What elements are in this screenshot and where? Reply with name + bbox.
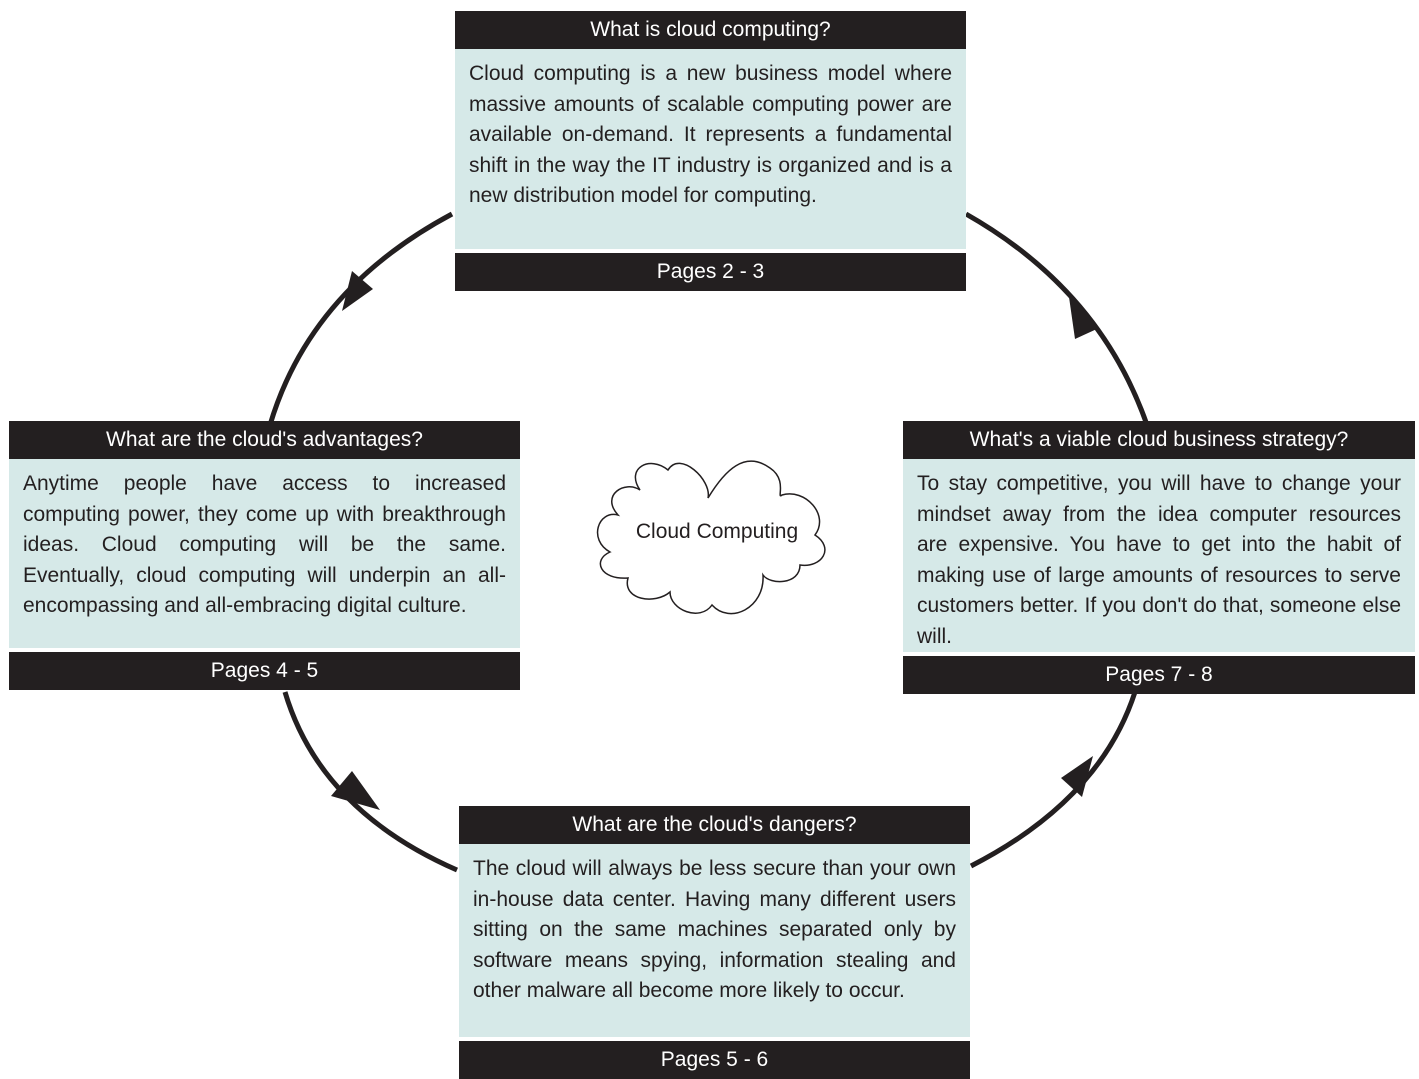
- panel-title: What is cloud computing?: [455, 11, 966, 49]
- arc-top-right: [964, 211, 1150, 426]
- arrow-head-top-left: [342, 271, 373, 311]
- panel-pages-label: Pages 7 - 8: [903, 656, 1415, 694]
- arrow-head-left-bottom: [331, 771, 380, 810]
- panel-body-text: Cloud computing is a new business model …: [455, 49, 966, 249]
- arrow-head-top-right: [1068, 290, 1099, 339]
- panel-pages-label: Pages 4 - 5: [9, 652, 520, 690]
- arc-top-left: [267, 211, 454, 426]
- panel-body-text: The cloud will always be less secure tha…: [459, 844, 970, 1037]
- arc-right-bottom: [969, 691, 1138, 869]
- center-label: Cloud Computing: [635, 520, 799, 543]
- panel-cloud-dangers: What are the cloud's dangers? The cloud …: [459, 806, 970, 1079]
- arrow-head-right-bottom: [1061, 756, 1093, 797]
- arc-left-bottom: [282, 691, 459, 873]
- panel-title: What's a viable cloud business strategy?: [903, 421, 1415, 459]
- panel-cloud-business-strategy: What's a viable cloud business strategy?…: [903, 421, 1415, 694]
- panel-pages-label: Pages 2 - 3: [455, 253, 966, 291]
- panel-what-is-cloud-computing: What is cloud computing? Cloud computing…: [455, 11, 966, 291]
- panel-body-text: To stay competitive, you will have to ch…: [903, 459, 1415, 652]
- cloud-icon: [596, 460, 826, 615]
- panel-title: What are the cloud's advantages?: [9, 421, 520, 459]
- panel-cloud-advantages: What are the cloud's advantages? Anytime…: [9, 421, 520, 690]
- panel-title: What are the cloud's dangers?: [459, 806, 970, 844]
- panel-pages-label: Pages 5 - 6: [459, 1041, 970, 1079]
- panel-body-text: Anytime people have access to increased …: [9, 459, 520, 648]
